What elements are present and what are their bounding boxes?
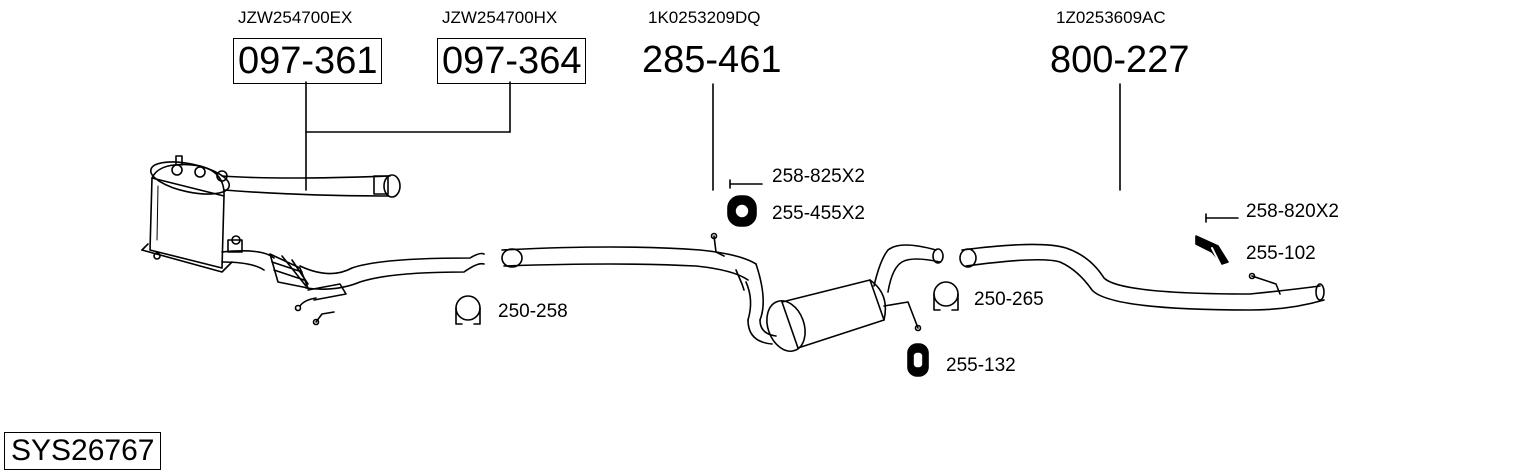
- rubber-hanger-icon: [907, 343, 929, 377]
- part-number-4[interactable]: 800-227: [1050, 39, 1190, 81]
- accessory-label-1[interactable]: 258-825X2: [772, 166, 865, 187]
- leader-lines: [305, 81, 1121, 191]
- accessory-label-6[interactable]: 258-820X2: [1246, 201, 1339, 222]
- rubber-mount-icon: [727, 195, 757, 227]
- part-number-1[interactable]: 097-361: [233, 38, 383, 84]
- oem-number-4: 1Z0253609AC: [1056, 8, 1166, 27]
- tail-pipe: [959, 243, 1325, 311]
- front-pipe: [221, 250, 485, 326]
- accessory-label-7[interactable]: 255-102: [1246, 243, 1316, 264]
- oem-number-1: JZW254700EX: [238, 8, 353, 27]
- bolt-icon: [1205, 213, 1239, 223]
- system-code: SYS26767: [4, 432, 162, 470]
- accessory-label-3[interactable]: 250-258: [498, 301, 568, 322]
- bolt-icon: [729, 179, 763, 189]
- oem-number-2: JZW254700HX: [442, 8, 558, 27]
- bracket-icon: [1195, 235, 1229, 265]
- pipe-clamp-icon: [933, 281, 959, 311]
- pipe-clamp-icon: [455, 295, 481, 325]
- oem-number-3: 1K0253209DQ: [648, 8, 761, 27]
- intermediate-pipe: [501, 232, 764, 321]
- accessory-label-2[interactable]: 255-455X2: [772, 203, 865, 224]
- accessory-label-4[interactable]: 250-265: [974, 289, 1044, 310]
- part-number-3[interactable]: 285-461: [642, 39, 782, 81]
- part-number-2[interactable]: 097-364: [437, 38, 587, 84]
- particulate-filter: [141, 155, 401, 273]
- rear-silencer: [747, 244, 944, 352]
- accessory-label-5[interactable]: 255-132: [946, 355, 1016, 376]
